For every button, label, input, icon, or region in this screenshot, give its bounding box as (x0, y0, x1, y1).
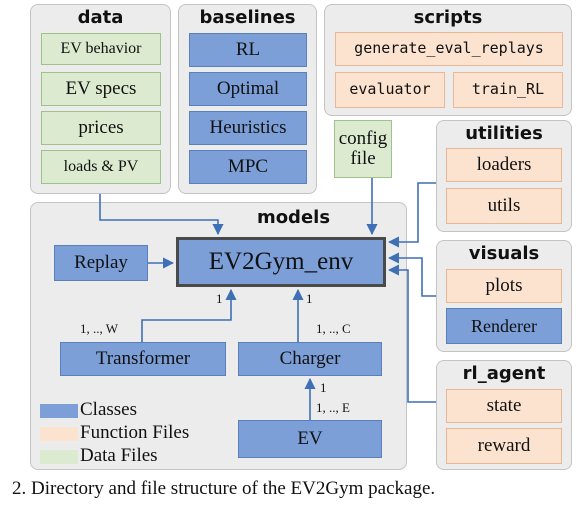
models-panel-title: models (256, 207, 331, 228)
data-panel-title: data (77, 7, 124, 28)
heuristics-class: Heuristics (189, 111, 307, 145)
arrow-rl-agent-to-env (387, 264, 436, 403)
baselines-panel: baselines RL Optimal Heuristics MPC (178, 4, 317, 194)
visuals-panel-title: visuals (468, 243, 540, 264)
reward-file: reward (446, 428, 562, 464)
evaluator-file: evaluator (335, 72, 445, 108)
figure-caption: 2. Directory and file structure of the E… (12, 478, 436, 499)
optimal-class: Optimal (189, 72, 307, 106)
scripts-panel-title: scripts (413, 7, 483, 28)
charger-class: Charger (238, 342, 382, 376)
data-panel: data EV behavior EV specs prices loads &… (30, 4, 171, 194)
replay-class: Replay (54, 245, 148, 281)
mpc-class: MPC (189, 150, 307, 184)
legend-classes-label: Classes (80, 399, 137, 420)
plots-file: plots (446, 269, 562, 303)
arrow-visuals-to-env (387, 252, 436, 297)
transformer-class: Transformer (60, 342, 226, 376)
generate-eval-replays-file: generate_eval_replays (335, 32, 563, 66)
ev-class: EV (238, 420, 382, 458)
train-rl-file: train_RL (453, 72, 563, 108)
utils-file: utils (446, 188, 562, 224)
charger-env-multiplicity: 1 (306, 291, 313, 306)
legend-data-swatch (40, 450, 78, 464)
arrow-data-to-env (99, 194, 224, 236)
legend-data-label: Data Files (80, 445, 158, 466)
ev-behavior-file: EV behavior (41, 33, 161, 65)
visuals-panel: visuals plots Renderer (436, 240, 572, 352)
legend-function-label: Function Files (80, 422, 190, 443)
rl-class: RL (189, 33, 307, 67)
ev2gym-env-class: EV2Gym_env (176, 237, 386, 287)
baselines-panel-title: baselines (199, 7, 296, 28)
utilities-panel: utilities loaders utils (436, 120, 572, 232)
rl-agent-panel-title: rl_agent (462, 363, 546, 384)
state-file: state (446, 389, 562, 423)
transformer-side-multiplicity: 1, .., W (80, 321, 119, 336)
config-file: config file (334, 120, 392, 178)
loads-pv-file: loads & PV (41, 150, 161, 184)
config-file-label: config file (338, 128, 388, 169)
charger-side-multiplicity: 1, .., C (316, 321, 351, 336)
scripts-panel: scripts generate_eval_replays evaluator … (324, 4, 572, 116)
legend-function-swatch (40, 427, 78, 441)
arrow-transformer-to-env (141, 288, 237, 342)
utilities-panel-title: utilities (465, 123, 543, 144)
rl-agent-panel: rl_agent state reward (436, 360, 572, 470)
ev-side-multiplicity: 1, .., E (316, 400, 350, 415)
renderer-class: Renderer (446, 308, 562, 344)
ev-specs-file: EV specs (41, 72, 161, 106)
loaders-file: loaders (446, 148, 562, 182)
prices-file: prices (41, 111, 161, 145)
legend-classes-swatch (40, 404, 78, 418)
ev-charger-multiplicity: 1 (320, 380, 327, 395)
arrow-utilities-to-env (387, 182, 436, 248)
transformer-env-multiplicity: 1 (216, 291, 223, 306)
